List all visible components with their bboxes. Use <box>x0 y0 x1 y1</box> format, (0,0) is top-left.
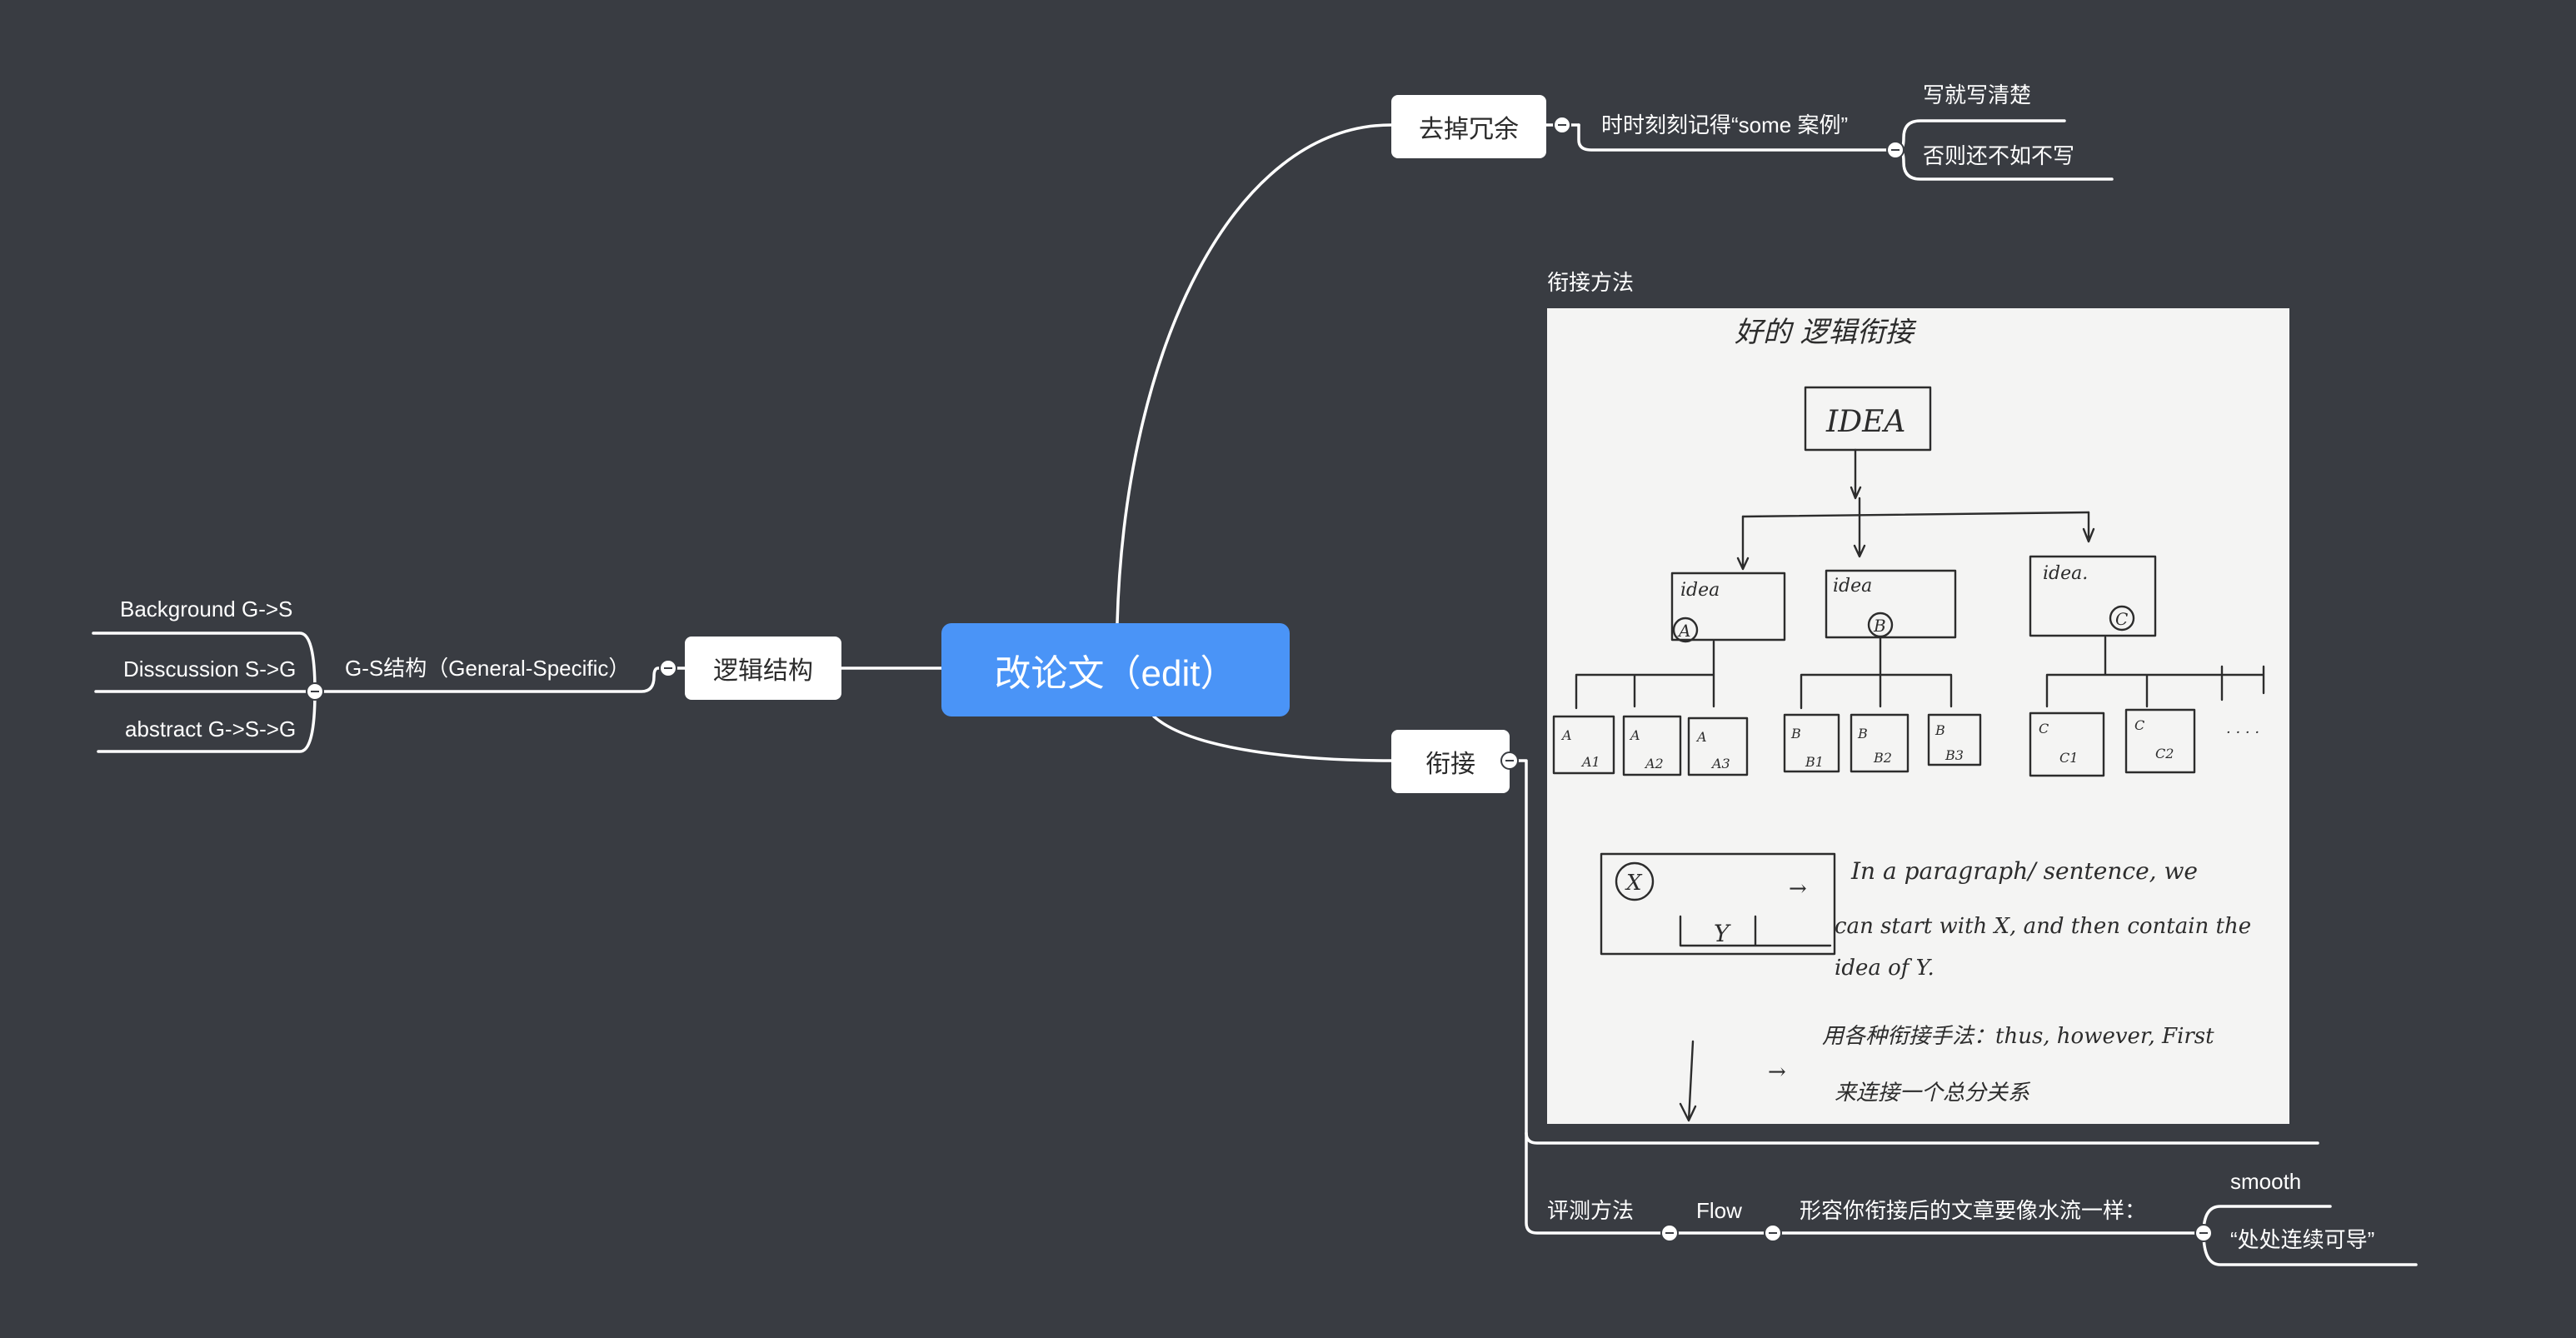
sketch-leaf-b1: B1 <box>1805 754 1824 770</box>
sketch-mid-b-mark: B <box>1873 616 1886 636</box>
topic-redundancy-label: 去掉冗余 <box>1419 116 1519 143</box>
leaf-smooth[interactable]: smooth <box>2230 1169 2302 1194</box>
sketch-mid-c-label: idea. <box>2043 563 2088 584</box>
minus-icon <box>1891 149 1900 151</box>
collapse-toggle-examples[interactable] <box>1886 141 1905 159</box>
minus-icon <box>1505 760 1514 761</box>
sketch-chinese-line-1: 用各种衔接手法：thus, however, First <box>1822 1024 2214 1049</box>
minus-icon <box>2199 1232 2208 1234</box>
minus-icon <box>1769 1232 1777 1234</box>
minus-icon <box>311 691 319 692</box>
root-label: 改论文（edit） <box>994 653 1237 694</box>
sketch-leaf-mark-5: B <box>1857 726 1868 741</box>
topic-logic-structure-label: 逻辑结构 <box>713 657 813 685</box>
sketch-idea-top: IDEA <box>1825 405 1905 439</box>
collapse-toggle-flow-desc[interactable] <box>2194 1224 2213 1242</box>
topic-cohesion[interactable]: 衔接 <box>1391 730 1510 793</box>
subtopic-remember-examples[interactable]: 时时刻刻记得“some 案例” <box>1601 112 1849 137</box>
sketch-leaf-c2: C2 <box>2155 746 2174 761</box>
sketch-y-mark: Y <box>1714 920 1731 947</box>
sketch-title: 好的 逻辑衔接 <box>1735 316 1917 349</box>
minus-icon <box>664 667 672 669</box>
sketch-ellipsis: · · · · <box>2226 724 2259 741</box>
sketch-leaf-mark-4: B <box>1790 726 1801 741</box>
root-node[interactable]: 改论文（edit） <box>941 623 1290 716</box>
sketch-x-mark: X <box>1625 871 1643 896</box>
image-caption[interactable]: 衔接方法 <box>1547 270 1635 295</box>
minus-icon <box>1558 124 1566 126</box>
leaf-continuously-differentiable[interactable]: “处处连续可导” <box>2230 1227 2375 1252</box>
subtopic-gs-structure[interactable]: G-S结构（General-Specific） <box>345 656 631 681</box>
collapse-toggle-gs[interactable] <box>306 682 324 701</box>
handwritten-sketch-image[interactable]: 好的 逻辑衔接 IDEA idea idea idea. A B C <box>1547 308 2289 1124</box>
sketch-mid-c-mark: C <box>2115 609 2128 629</box>
sketch-mid-a-label: idea <box>1680 580 1720 601</box>
sketch-leaf-a1: A1 <box>1580 754 1600 770</box>
minus-icon <box>1665 1232 1674 1234</box>
leaf-abstract[interactable]: abstract G->S->G <box>125 716 297 741</box>
sketch-leaf-b2: B2 <box>1873 750 1892 766</box>
collapse-toggle-cohesion[interactable] <box>1500 751 1519 770</box>
sketch-leaf-a3: A3 <box>1710 756 1730 771</box>
collapse-toggle-flow[interactable] <box>1764 1224 1782 1242</box>
collapse-toggle-evaluation[interactable] <box>1660 1224 1679 1242</box>
topic-logic-structure[interactable]: 逻辑结构 <box>685 637 841 700</box>
subtopic-flow-description[interactable]: 形容你衔接后的文章要像水流一样： <box>1800 1198 2147 1223</box>
sketch-mid-a-mark: A <box>1677 621 1690 641</box>
sketch-chinese-line-2: 来连接一个总分关系 <box>1835 1081 2031 1106</box>
sketch-leaf-a2: A2 <box>1644 756 1664 771</box>
sketch-leaf-boxes <box>1552 708 2196 777</box>
sketch-leaf-c1: C1 <box>2059 750 2078 766</box>
leaf-background[interactable]: Background G->S <box>120 597 293 622</box>
sketch-drawing: 好的 逻辑衔接 IDEA idea idea idea. A B C <box>1552 316 2265 1122</box>
collapse-toggle-logic[interactable] <box>659 659 677 677</box>
sketch-leaf-mark-3: A <box>1695 729 1707 745</box>
sketch-leaf-b3: B3 <box>1944 747 1964 763</box>
leaf-otherwise-dont-write[interactable]: 否则还不如不写 <box>1923 143 2075 168</box>
leaf-write-clearly[interactable]: 写就写清楚 <box>1923 82 2032 107</box>
sketch-leaf-mark-8: C <box>2134 717 2144 733</box>
topic-redundancy[interactable]: 去掉冗余 <box>1391 95 1546 158</box>
sketch-leaf-mark-7: C <box>2039 721 2049 736</box>
sketch-arrow-2: → <box>1768 1060 1786 1085</box>
collapse-toggle-redundancy[interactable] <box>1553 116 1571 134</box>
sketch-note-line-1: In a paragraph/ sentence, we <box>1850 857 2198 885</box>
subtopic-flow[interactable]: Flow <box>1696 1198 1742 1223</box>
sketch-note-line-3: idea of Y. <box>1835 956 1934 981</box>
sketch-note-line-2: can start with X, and then contain the <box>1835 914 2251 939</box>
sketch-leaf-mark-2: A <box>1629 727 1640 743</box>
sketch-leaf-mark-6: B <box>1934 722 1945 738</box>
topic-cohesion-label: 衔接 <box>1425 751 1475 778</box>
sketch-mid-b-label: idea <box>1833 576 1872 597</box>
leaf-discussion[interactable]: Disscussion S->G <box>123 657 297 681</box>
sketch-arrow-1: → <box>1789 876 1807 901</box>
subtopic-evaluation[interactable]: 评测方法 <box>1547 1198 1635 1223</box>
sketch-leaf-mark-1: A <box>1560 727 1572 743</box>
